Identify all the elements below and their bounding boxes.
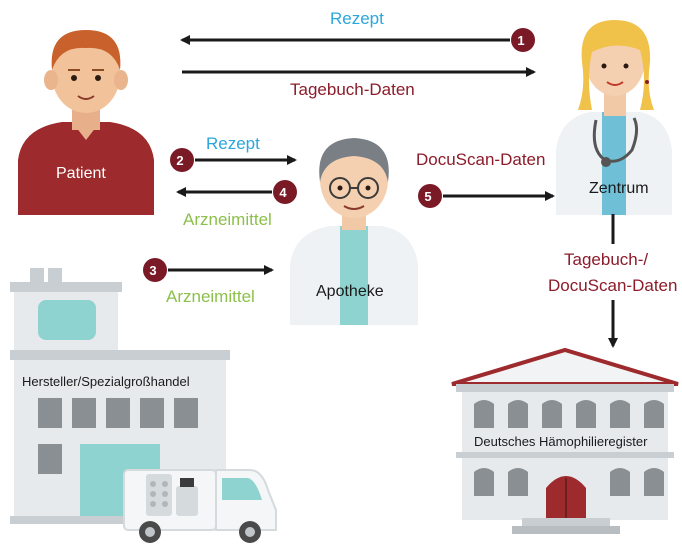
flow-label-arzneimittel-4: Arzneimittel <box>183 210 272 229</box>
step-number: 4 <box>279 185 287 200</box>
flow-label-arzneimittel-3: Arzneimittel <box>166 287 255 306</box>
flow-label-rezept-2: Rezept <box>206 134 260 153</box>
flow-label-rezept-1: Rezept <box>330 9 384 28</box>
step-badge-4 <box>273 180 297 204</box>
step-badge-5 <box>418 184 442 208</box>
registry-building <box>451 347 679 534</box>
delivery-van <box>123 469 277 543</box>
actor-label-zentrum: Zentrum <box>589 180 649 197</box>
step-badge-2 <box>170 148 194 172</box>
step-badge-3 <box>143 258 167 282</box>
step-number: 3 <box>149 263 157 278</box>
flow-label-docuscan: DocuScan-Daten <box>416 150 546 169</box>
patient-figure <box>18 30 154 215</box>
flow-label-tagebuch: Tagebuch-Daten <box>290 80 415 99</box>
pharmacist-figure <box>290 138 418 325</box>
step-number: 5 <box>424 189 432 204</box>
actor-label-patient: Patient <box>56 165 106 182</box>
actor-label-apotheke: Apotheke <box>316 283 384 300</box>
step-badges <box>143 28 535 282</box>
register-flow-label-line1: Tagebuch-/ <box>564 250 649 269</box>
step-badge-1 <box>511 28 535 52</box>
actor-label-register: Deutsches Hämophilieregister <box>474 434 648 449</box>
actor-label-hersteller: Hersteller/Spezialgroßhandel <box>22 374 190 389</box>
step-number: 1 <box>517 33 525 48</box>
step-number: 2 <box>176 153 184 168</box>
arrows <box>168 35 618 348</box>
register-flow-label-line2: DocuScan-Daten <box>548 276 678 295</box>
doctor-figure <box>556 20 672 215</box>
